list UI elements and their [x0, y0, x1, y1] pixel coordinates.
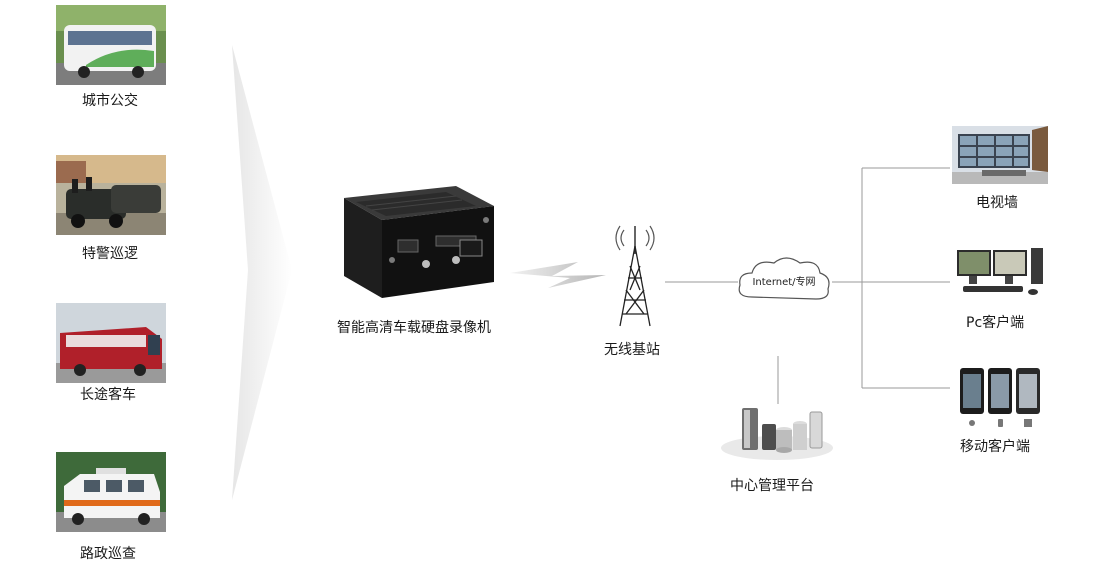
road-patrol-photo [56, 452, 166, 532]
dvr-device-image [336, 180, 506, 305]
tv-wall-photo [952, 126, 1048, 184]
city-bus-photo [56, 5, 166, 85]
vehicle-label-city-bus: 城市公交 [82, 93, 138, 109]
android-icon [998, 419, 1003, 427]
client-label-pc: Pc客户端 [966, 315, 1025, 331]
tower-label: 无线基站 [604, 342, 660, 358]
vehicle-label-road-patrol: 路政巡查 [80, 546, 136, 562]
wireless-tower-icon [610, 218, 660, 330]
client-label-mobile: 移动客户端 [960, 439, 1030, 455]
police-patrol-photo [56, 155, 166, 235]
windows-icon [1024, 419, 1032, 427]
cloud-label: Internet/专网 [752, 277, 816, 288]
client-label-tv-wall: 电视墙 [976, 195, 1018, 211]
chevron-arrow [232, 45, 292, 500]
wireless-bolt-icon [510, 262, 606, 288]
coach-bus-photo [56, 303, 166, 383]
vehicle-label-coach: 长途客车 [80, 387, 136, 403]
vehicle-label-police-patrol: 特警巡逻 [82, 246, 138, 262]
mobile-client-icon [958, 366, 1042, 432]
dvr-label: 智能高清车载硬盘录像机 [337, 320, 491, 336]
internet-cloud-icon: Internet/专网 [734, 253, 834, 309]
apple-icon [969, 420, 975, 426]
platform-label: 中心管理平台 [730, 478, 814, 494]
platform-servers-icon [718, 404, 836, 462]
pc-client-icon [955, 246, 1045, 300]
